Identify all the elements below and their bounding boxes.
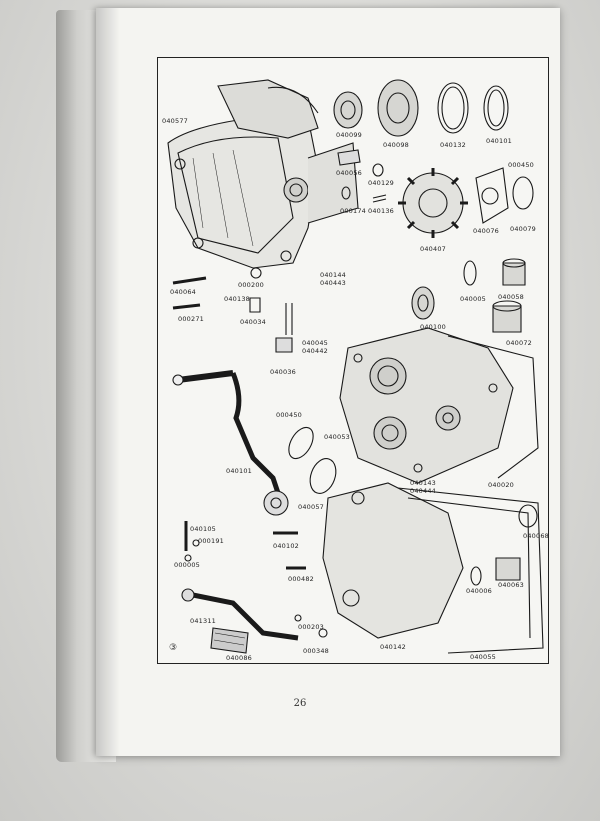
- sprocket-drawing: [398, 168, 468, 238]
- part-label: 000450: [276, 411, 303, 419]
- part-label: 040136: [368, 207, 395, 215]
- bearings-drawing: [333, 79, 509, 137]
- part-label: 040142: [380, 643, 407, 651]
- gearbox-shell-drawing: [167, 79, 359, 269]
- part-label: 040100: [420, 323, 447, 331]
- part-label: 040407: [420, 245, 447, 253]
- part-label: 040063: [498, 581, 525, 589]
- part-label: 040129: [368, 179, 395, 187]
- kickstart-lever-drawing: [172, 370, 289, 516]
- part-label: 040036: [270, 368, 297, 376]
- part-label: 040058: [498, 293, 525, 301]
- part-label: 040055: [470, 653, 497, 661]
- part-label: 000200: [238, 281, 265, 289]
- part-label: 000174: [340, 207, 367, 215]
- part-label: 040076: [473, 227, 500, 235]
- spine-shadow: [96, 8, 120, 756]
- part-label: 040132: [440, 141, 467, 149]
- part-label: 040577: [162, 117, 189, 125]
- part-label: 040045: [302, 339, 329, 347]
- part-label: 040144: [320, 271, 347, 279]
- gearbox-illustration: [167, 79, 544, 654]
- part-label: 040098: [383, 141, 410, 149]
- part-label: 040443: [320, 279, 347, 287]
- part-label: 040101: [226, 467, 253, 475]
- part-label: 040099: [336, 131, 363, 139]
- page-number: 26: [293, 698, 307, 709]
- part-label: 040068: [523, 532, 550, 540]
- part-label: 040005: [460, 295, 487, 303]
- part-label: 040444: [410, 487, 437, 495]
- part-label: 040072: [506, 339, 533, 347]
- part-label: 040064: [170, 288, 197, 296]
- part-label: 040079: [510, 225, 537, 233]
- plate-number-mark: ③: [169, 643, 178, 653]
- outer-cover-drawing: [322, 482, 544, 654]
- part-label: 000450: [508, 161, 535, 169]
- part-label: 040101: [486, 137, 513, 145]
- part-label: 040138: [224, 295, 251, 303]
- part-label: 040020: [488, 481, 515, 489]
- part-label: 040102: [273, 542, 300, 550]
- part-label: 040086: [226, 654, 253, 662]
- part-label: 040143: [410, 479, 437, 487]
- part-label: 040056: [336, 169, 363, 177]
- part-label: 040105: [190, 525, 217, 533]
- part-label: 000482: [288, 575, 315, 583]
- part-label: 040006: [466, 587, 493, 595]
- inner-cover-drawing: [339, 327, 539, 484]
- part-label: 000191: [198, 537, 225, 545]
- exploded-parts-diagram: 040577 040099 040098 040132 040101 04005…: [157, 57, 549, 664]
- part-label: 040057: [298, 503, 325, 511]
- part-label: 000271: [178, 315, 205, 323]
- part-label: 000005: [174, 561, 201, 569]
- part-label: 000203: [298, 623, 325, 631]
- part-label: 041311: [190, 617, 217, 625]
- part-label: 040034: [240, 318, 267, 326]
- part-label: 040053: [324, 433, 351, 441]
- part-label: 040442: [302, 347, 329, 355]
- part-label: 000348: [303, 647, 330, 655]
